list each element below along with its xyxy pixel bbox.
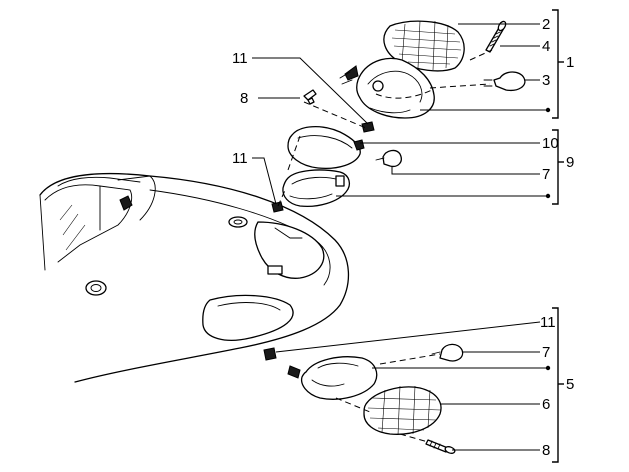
callout-nut-top: 11 <box>232 50 248 67</box>
callout-nut-mid: 11 <box>232 150 248 167</box>
indicator-assembly-9 <box>271 89 402 213</box>
callout-bulb-mid: 7 <box>542 166 550 183</box>
housing-part-5 <box>300 356 378 400</box>
bracket-group-9 <box>552 129 559 205</box>
nut-part-11-mid <box>271 201 284 213</box>
callout-assembly-mid: 9 <box>566 154 574 171</box>
bulb-part-3 <box>493 71 526 92</box>
lens-part-6 <box>363 386 442 435</box>
bulb-part-7-mid <box>382 149 402 168</box>
bulb-part-7-bottom <box>439 343 464 362</box>
nut-part-11-bottom <box>263 347 277 361</box>
group-brackets <box>552 9 564 463</box>
indicator-assembly-1 <box>339 20 526 119</box>
callout-lens-mid: 10 <box>542 135 559 152</box>
callout-screw-bottom: 8 <box>542 442 550 459</box>
leader-lines <box>252 23 551 451</box>
screw-part-8-bottom <box>425 439 449 453</box>
callout-lens-rear-right: 2 <box>542 16 550 33</box>
bracket-group-5 <box>552 307 559 463</box>
nut-part-11-top <box>361 121 375 133</box>
callout-bulb-rear-right: 3 <box>542 72 550 89</box>
callout-assembly-bottom: 5 <box>566 376 574 393</box>
lens-part-10 <box>287 126 361 170</box>
callout-assembly-rear-right: 1 <box>566 54 574 71</box>
callout-labels: 2 4 3 1 11 8 10 7 9 11 11 7 5 6 8 <box>232 16 574 459</box>
body-panel <box>39 172 350 383</box>
screw-part-8-top <box>303 89 317 101</box>
callout-screw-top: 8 <box>240 90 248 107</box>
bracket-group-1 <box>552 9 559 119</box>
housing-part-9 <box>282 169 351 208</box>
callout-lens-bottom: 6 <box>542 396 550 413</box>
callout-nut-bottom: 11 <box>540 314 556 331</box>
indicator-assembly-5 <box>263 343 464 454</box>
callout-screw-rear-right: 4 <box>542 38 550 55</box>
housing-part-1 <box>356 57 435 119</box>
callout-bulb-bottom: 7 <box>542 344 550 361</box>
